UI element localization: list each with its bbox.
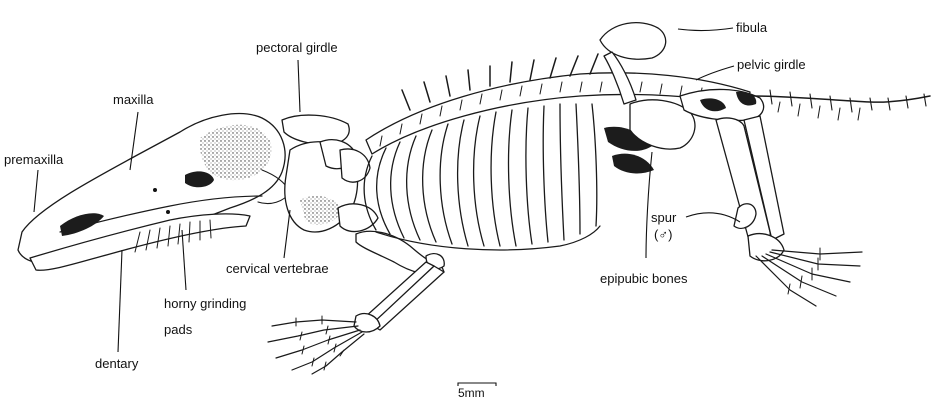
label-pectoral-girdle: pectoral girdle [256,40,338,55]
forelimb [268,231,444,374]
label-dentary: dentary [95,356,138,371]
label-premaxilla: premaxilla [4,152,63,167]
label-pelvic-girdle: pelvic girdle [737,57,806,72]
pectoral-girdle-and-neck [282,115,378,232]
label-maxilla: maxilla [113,92,153,107]
label-horny-grinding-pads: pads [164,322,192,337]
hindlimb [716,116,862,306]
scale-bar-label: 5mm [458,386,485,401]
label-epipubic-bones: epipubic bones [600,271,687,286]
label-spur: spur [651,210,676,225]
label-cervical-vertebrae: cervical vertebrae [226,261,329,276]
label-fibula: fibula [736,20,767,35]
skull [18,114,290,271]
label-spur-male: (♂) [654,227,672,242]
label-horny-grinding: horny grinding [164,296,246,311]
